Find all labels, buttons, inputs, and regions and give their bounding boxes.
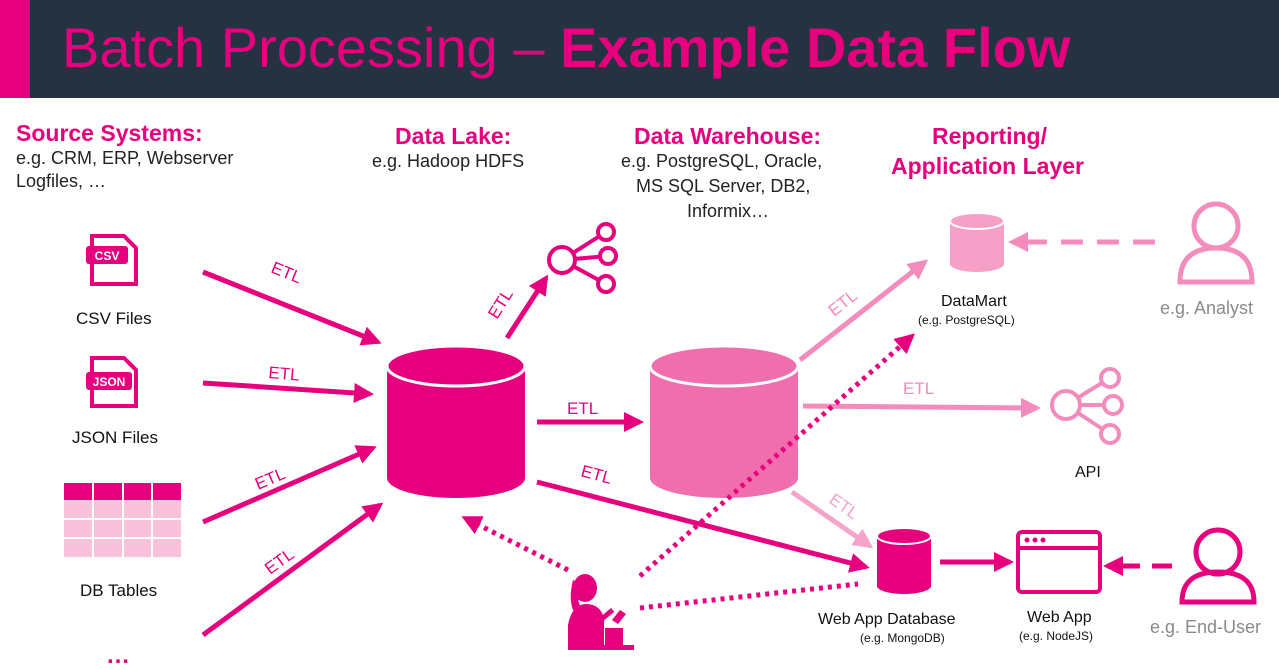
data-warehouse-line3: Informix… <box>687 201 770 221</box>
etl-labels: ETL ETL ETL ETL ETL ETL ETL ETL ETL ETL <box>252 258 934 578</box>
warehouse-to-datamart-arrow <box>798 259 929 362</box>
data-warehouse-line2: MS SQL Server, DB2, <box>636 176 811 196</box>
reporting-heading-line1: Reporting/ <box>932 123 1047 149</box>
webapp-db-sublabel: (e.g. MongoDB) <box>860 631 945 645</box>
datamart-sublabel: (e.g. PostgreSQL) <box>918 313 1015 327</box>
etl-label-warehouse: ETL <box>567 399 598 418</box>
title-bar: Batch Processing – Example Data Flow <box>0 0 1279 98</box>
warehouse-to-api-arrow <box>802 397 1041 418</box>
data-scientist-icon <box>568 574 634 650</box>
data-lake-database-icon <box>385 344 527 498</box>
analyst-label: e.g. Analyst <box>1160 298 1254 318</box>
webapp-sublabel: (e.g. NodeJS) <box>1019 629 1094 643</box>
source-systems-heading: Source Systems: <box>16 120 203 146</box>
data-lake-line1: e.g. Hadoop HDFS <box>372 151 525 171</box>
csv-icon-text: CSV <box>95 249 120 263</box>
title-part-2: Example Data Flow <box>560 16 1071 79</box>
etl-label-api: ETL <box>903 379 934 398</box>
db-tables-label: DB Tables <box>80 581 158 600</box>
data-warehouse-heading: Data Warehouse: <box>634 123 822 149</box>
slide-title: Batch Processing – Example Data Flow <box>62 16 1070 80</box>
etl-label-json: ETL <box>268 363 301 385</box>
browser-window-icon <box>1016 530 1102 594</box>
csv-files-label: CSV Files <box>76 309 152 328</box>
etl-label-webappdb: ETL <box>579 462 614 488</box>
json-file-icon: JSON <box>86 356 138 408</box>
data-warehouse-line1: e.g. PostgreSQL, Oracle, <box>621 151 823 171</box>
reporting-heading-line2: Application Layer <box>891 153 1084 179</box>
lake-to-share-arrow <box>504 274 549 340</box>
title-accent-bar <box>0 0 30 98</box>
csv-file-icon: CSV <box>86 234 138 286</box>
datamart-label: DataMart <box>941 293 1007 310</box>
source-systems-line2: Logfiles, … <box>16 171 107 191</box>
etl-label-share: ETL <box>484 286 517 323</box>
webapp-database-icon <box>876 527 932 594</box>
end-user-label: e.g. End-User <box>1150 617 1262 637</box>
data-lake-heading: Data Lake: <box>395 123 512 149</box>
webapp-label: Web App <box>1027 609 1092 626</box>
analyst-user-icon <box>1177 201 1255 285</box>
etl-label-more: ETL <box>261 545 297 579</box>
json-icon-text: JSON <box>93 375 126 389</box>
warehouse-to-webapp-db-arrow <box>790 489 874 549</box>
webapp-db-label: Web App Database <box>818 611 956 628</box>
api-label: API <box>1075 464 1101 481</box>
source-etl-arrows <box>201 269 384 638</box>
lake-to-webapp-db-arrow <box>536 479 870 573</box>
more-sources-label: … <box>106 642 130 669</box>
table-icon <box>64 483 181 557</box>
datamart-database-icon <box>949 212 1005 272</box>
source-systems-line1: e.g. CRM, ERP, Webserver <box>16 148 234 168</box>
json-files-label: JSON Files <box>72 428 158 447</box>
data-warehouse-database-icon <box>648 344 800 498</box>
scientist-dotted-links <box>461 333 915 611</box>
end-user-icon <box>1179 527 1257 605</box>
etl-label-csv: ETL <box>269 258 305 287</box>
share-network-icon <box>547 222 618 294</box>
api-share-icon <box>1050 367 1124 445</box>
title-part-1: Batch Processing – <box>62 16 561 79</box>
